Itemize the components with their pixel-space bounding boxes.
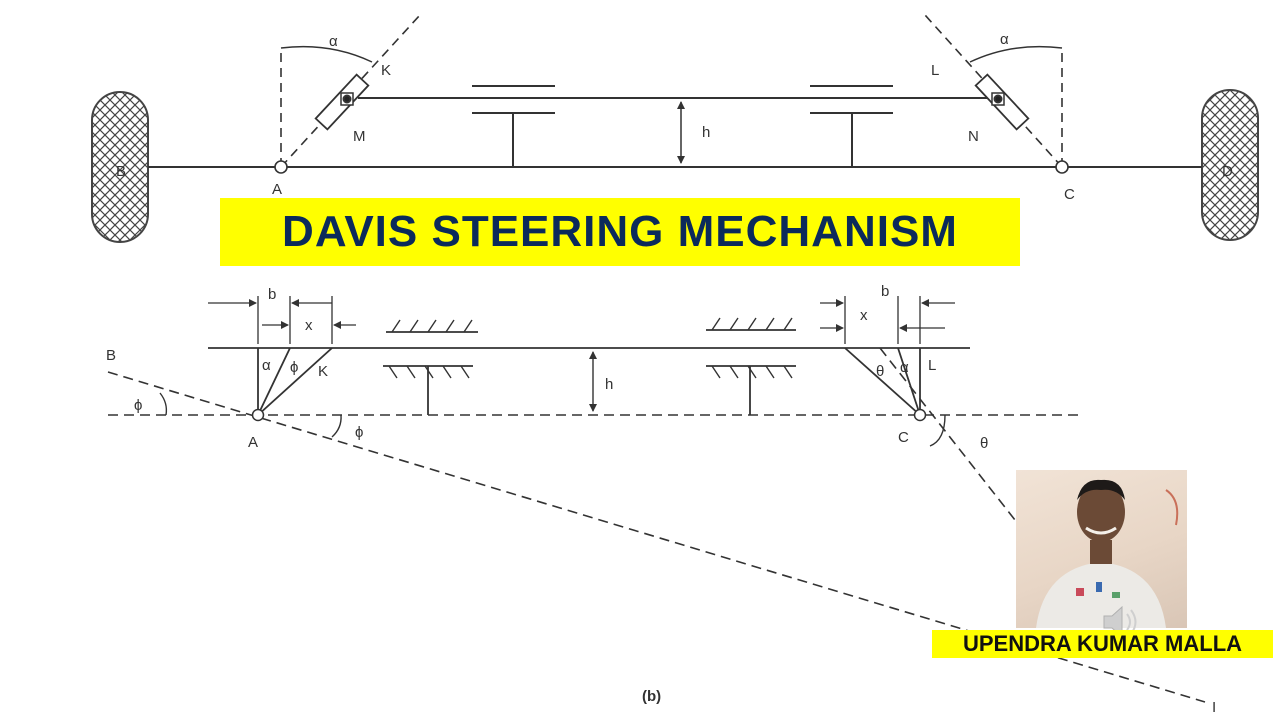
svg-text:α: α: [262, 357, 271, 374]
alpha-arc-left: [280, 45, 373, 63]
figure-caption: (b): [642, 688, 662, 705]
pivot-C-top: [1055, 160, 1069, 174]
svg-text:b: b: [268, 286, 276, 303]
svg-text:N: N: [968, 128, 979, 145]
bottom-labels: b x α ϕ K h B ϕ A ϕ b x θ α L C θ I: [106, 283, 1216, 716]
svg-text:h: h: [605, 376, 613, 393]
svg-text:A: A: [272, 181, 282, 198]
presenter-photo-icon: [1016, 470, 1187, 628]
right-wheel: [1201, 89, 1259, 241]
svg-text:L: L: [928, 357, 936, 374]
top-diagram: [91, 14, 1259, 243]
top-labels: α α K L M N h B A C D: [116, 31, 1233, 203]
svg-text:α: α: [329, 33, 338, 50]
alpha-arc-right: [969, 45, 1063, 63]
svg-text:C: C: [898, 429, 909, 446]
svg-text:ϕ: ϕ: [355, 424, 363, 441]
author-name: UPENDRA KUMAR MALLA: [962, 631, 1243, 656]
svg-text:B: B: [116, 163, 126, 180]
svg-text:x: x: [860, 307, 868, 324]
left-arm-dashed: [280, 14, 421, 168]
svg-text:α: α: [900, 359, 909, 376]
svg-text:M: M: [353, 128, 366, 145]
svg-text:D: D: [1222, 163, 1233, 180]
author-banner: UPENDRA KUMAR MALLA: [932, 630, 1273, 658]
svg-text:θ: θ: [876, 363, 884, 380]
pivot-A-bottom: [251, 408, 265, 422]
line-L-C-extended: [879, 347, 1016, 521]
svg-text:K: K: [381, 62, 391, 79]
svg-text:K: K: [318, 363, 328, 380]
svg-text:θ: θ: [980, 435, 988, 452]
title-banner: DAVIS STEERING MECHANISM: [220, 198, 1020, 266]
presenter-silhouette: [1036, 479, 1179, 628]
svg-text:ϕ: ϕ: [134, 397, 142, 414]
right-arm-dashed: [924, 14, 1063, 168]
bottom-diagram: [107, 296, 1206, 703]
svg-text:ϕ: ϕ: [290, 359, 298, 376]
pivot-A-top: [274, 160, 288, 174]
svg-text:C: C: [1064, 186, 1075, 203]
svg-text:I: I: [1212, 699, 1216, 716]
svg-text:x: x: [305, 317, 313, 334]
svg-text:L: L: [931, 62, 939, 79]
svg-text:b: b: [881, 283, 889, 300]
svg-text:α: α: [1000, 31, 1009, 48]
svg-text:h: h: [702, 124, 710, 141]
pivot-C-bottom: [913, 408, 927, 422]
svg-text:A: A: [248, 434, 258, 451]
svg-text:B: B: [106, 347, 116, 364]
slide-title: DAVIS STEERING MECHANISM: [282, 207, 958, 256]
